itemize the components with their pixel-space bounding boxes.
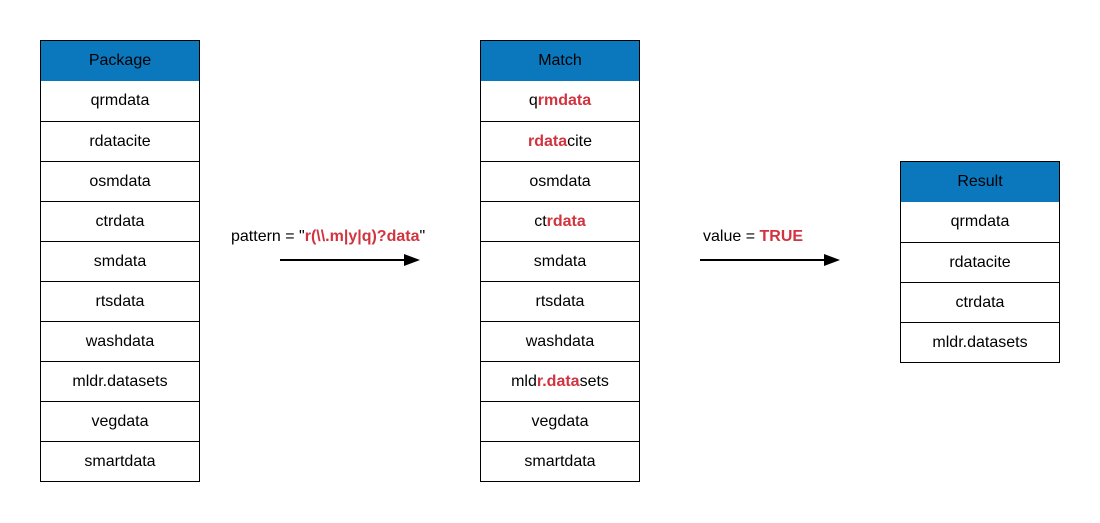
match-header: Match xyxy=(481,41,639,81)
result-header: Result xyxy=(901,162,1059,202)
match-pre: ct xyxy=(534,212,547,230)
pattern-value: r(\\.m|y|q)?data xyxy=(304,228,420,245)
match-row: osmdata xyxy=(481,161,639,201)
pattern-label: pattern = "r(\\.m|y|q)?data" xyxy=(231,228,425,246)
result-row: rdatacite xyxy=(901,242,1059,282)
match-pre: q xyxy=(528,92,538,109)
match-highlight: r.data xyxy=(536,372,580,390)
pattern-suffix: " xyxy=(419,228,426,245)
match-post: sets xyxy=(579,372,609,390)
match-row: smartdata xyxy=(481,441,639,481)
arrow-value xyxy=(700,254,840,266)
match-row: rtsdata xyxy=(481,281,639,321)
match-pre: vegdata xyxy=(531,412,589,430)
match-row: washdata xyxy=(481,321,639,361)
match-pre: rtsdata xyxy=(535,292,585,310)
match-row: vegdata xyxy=(481,401,639,441)
package-row: vegdata xyxy=(41,401,199,441)
match-highlight: rdata xyxy=(527,132,568,150)
match-highlight: rmdata xyxy=(537,92,592,109)
value-label: value = TRUE xyxy=(703,228,803,246)
package-row: washdata xyxy=(41,321,199,361)
package-row: rtsdata xyxy=(41,281,199,321)
match-pre: osmdata xyxy=(529,172,591,190)
package-row: mldr.datasets xyxy=(41,361,199,401)
arrow-value-head xyxy=(824,254,840,266)
value-value: TRUE xyxy=(759,228,804,245)
match-pre: washdata xyxy=(525,332,595,350)
result-row: qrmdata xyxy=(950,213,1010,230)
match-pre: smartdata xyxy=(524,452,596,470)
match-pre: smdata xyxy=(533,252,587,270)
package-row: osmdata xyxy=(41,161,199,201)
package-header: Package xyxy=(41,41,199,81)
value-prefix: value = xyxy=(703,228,760,245)
arrow-pattern-head xyxy=(404,254,420,266)
result-row: mldr.datasets xyxy=(901,322,1059,362)
package-row: smdata xyxy=(41,241,199,281)
match-pre: mld xyxy=(511,372,537,390)
package-row: ctrdata xyxy=(41,201,199,241)
match-post: cite xyxy=(567,132,593,150)
package-row: rdatacite xyxy=(41,121,199,161)
match-row: smdata xyxy=(481,241,639,281)
match-highlight: rdata xyxy=(546,212,586,230)
pattern-prefix: pattern = " xyxy=(231,228,305,245)
arrow-pattern xyxy=(280,254,420,266)
result-row: ctrdata xyxy=(901,282,1059,322)
package-row: qrmdata xyxy=(90,92,150,109)
package-row: smartdata xyxy=(41,441,199,481)
